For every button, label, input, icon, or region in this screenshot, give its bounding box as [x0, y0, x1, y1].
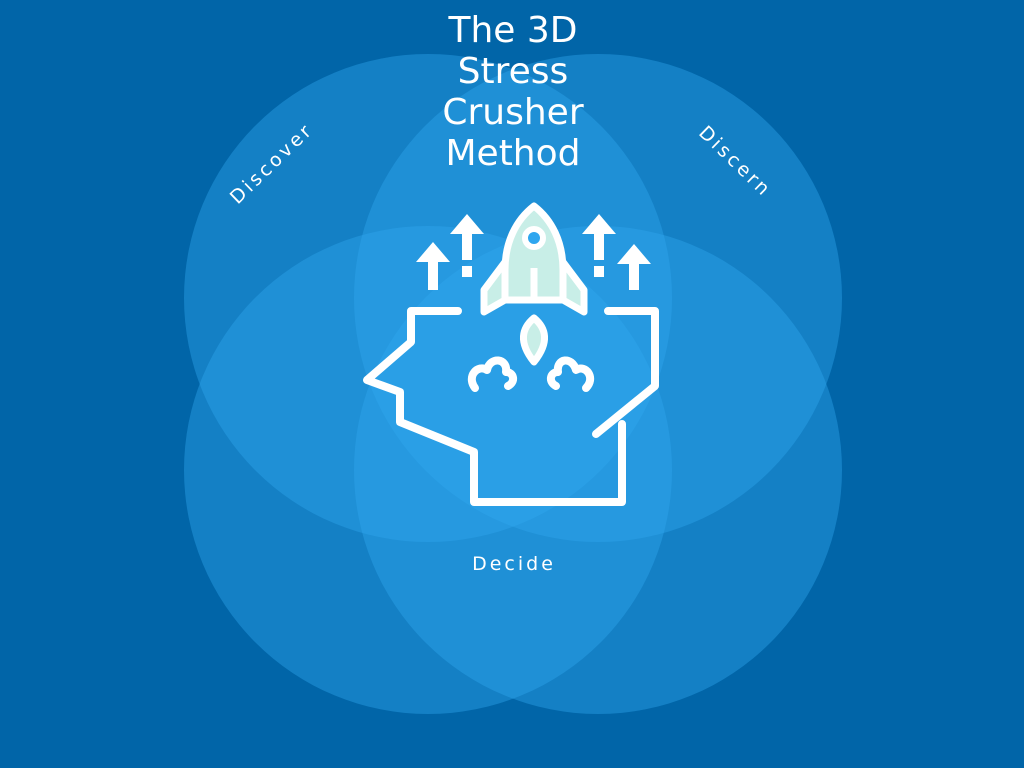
label-decide: Decide — [472, 553, 556, 575]
arrow-up-icon-right-inner — [582, 214, 616, 277]
title-line-1: The 3D — [447, 10, 577, 51]
smoke-cloud-left-icon — [467, 356, 517, 392]
title-line-3: Crusher — [442, 92, 583, 133]
arrow-up-icon-left-inner — [450, 214, 484, 277]
rocket-flame-icon — [520, 314, 548, 366]
circle-top-left — [184, 54, 672, 542]
arrow-up-icon-right-outer — [617, 244, 651, 290]
circle-top-right — [354, 54, 842, 542]
arrow-up-icon-left-outer — [416, 242, 450, 290]
title-line-4: Method — [445, 133, 580, 174]
head-outline-icon — [363, 307, 659, 506]
title-line-2: Stress — [458, 51, 569, 92]
circle-bottom-right — [354, 226, 842, 714]
circle-bottom-left — [184, 226, 672, 714]
rocket-fin-right-icon — [559, 258, 588, 316]
diagram-title: The 3D Stress Crusher Method — [442, 10, 583, 174]
smoke-cloud-right-icon — [547, 356, 595, 392]
head-rocket-growth-icon — [363, 202, 659, 506]
rocket-fin-left-icon — [480, 258, 509, 316]
rocket-window-icon — [522, 226, 546, 250]
